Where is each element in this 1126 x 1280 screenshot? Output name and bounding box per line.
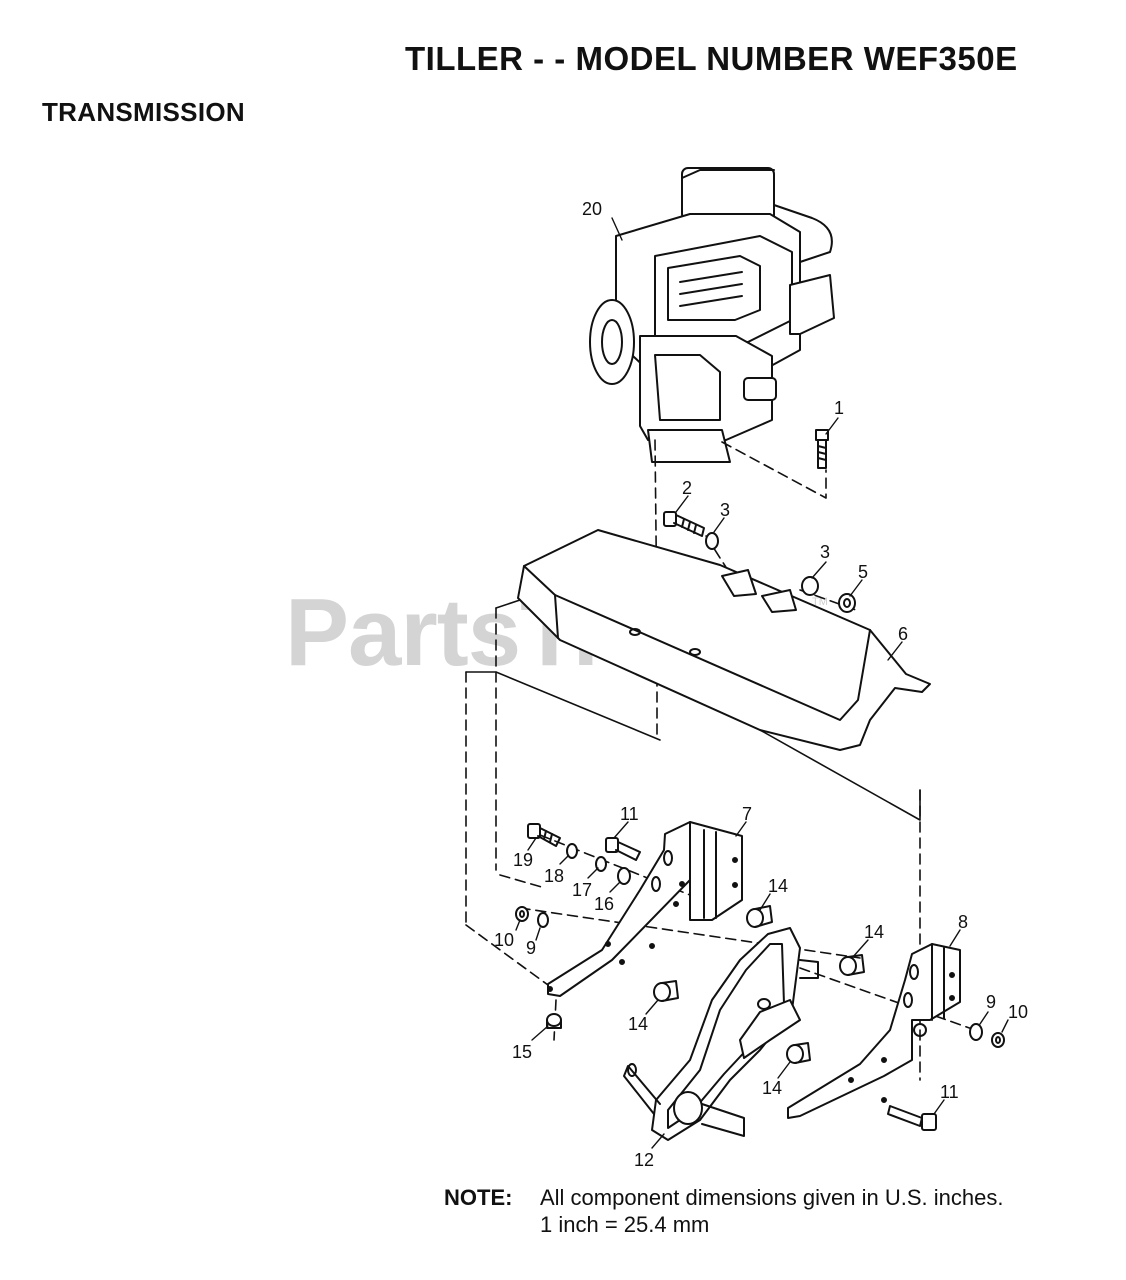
callout-14a: 14 [768,876,788,896]
bushing-part-14a[interactable] [746,905,773,928]
callout-7: 7 [742,804,752,824]
washer-part-9b[interactable] [969,1023,983,1041]
washer-part-9[interactable] [537,912,549,928]
nut-part-5[interactable] [838,593,856,613]
callout-20: 20 [582,199,602,219]
bushing-part-14c[interactable] [653,980,679,1002]
callout-9b: 9 [986,992,996,1012]
callout-16: 16 [594,894,614,914]
callout-19: 19 [513,850,533,870]
section-title: TRANSMISSION [42,97,245,127]
nut-part-10[interactable] [515,906,529,922]
callout-6: 6 [898,624,908,644]
dimension-note: NOTE: All component dimensions given in U… [444,1184,1003,1238]
callout-11b: 11 [940,1082,959,1102]
callout-10b: 10 [1008,1002,1028,1022]
callout-3: 3 [720,500,730,520]
callout-14b: 14 [864,922,884,942]
bolt-part-1[interactable] [815,429,829,469]
bracket-part-8[interactable] [787,943,961,1119]
callout-14d: 14 [762,1078,782,1098]
callout-11: 11 [620,804,639,824]
washer-part-18[interactable] [566,843,578,859]
callout-8: 8 [958,912,968,932]
nut-part-10b[interactable] [991,1032,1005,1048]
callout-1: 1 [834,398,844,418]
callout-15: 15 [512,1042,532,1062]
bolt-part-19[interactable] [527,823,561,847]
washer-part-3b[interactable] [801,576,819,596]
washer-part-3[interactable] [705,532,719,550]
callout-17: 17 [572,880,592,900]
transmission-part-12[interactable] [623,927,819,1141]
callout-10: 10 [494,930,514,950]
bushing-part-14d[interactable] [786,1042,811,1064]
bolt-part-2[interactable] [663,511,705,537]
callout-2: 2 [682,478,692,498]
diagram-title: TILLER - - MODEL NUMBER WEF350E [405,40,1018,77]
callout-18: 18 [544,866,564,886]
tine-shield-part-6[interactable] [517,529,931,751]
bushing-part-14b[interactable] [839,954,865,976]
bolt-part-11b[interactable] [887,1105,937,1131]
callout-12: 12 [634,1150,654,1170]
bolt-part-11[interactable] [605,837,641,861]
engine-part-20[interactable] [589,167,835,463]
washer-part-16[interactable] [617,867,631,885]
nut-part-15[interactable] [546,1013,562,1029]
note-line-1: All component dimensions given in U.S. i… [540,1185,1004,1210]
callout-5: 5 [858,562,868,582]
washer-part-17[interactable] [595,856,607,872]
callout-3b: 3 [820,542,830,562]
note-line-2: 1 inch = 25.4 mm [540,1212,710,1237]
note-label: NOTE: [444,1185,513,1210]
bracket-part-7[interactable] [547,821,743,997]
callout-9: 9 [526,938,536,958]
callout-14c: 14 [628,1014,648,1034]
